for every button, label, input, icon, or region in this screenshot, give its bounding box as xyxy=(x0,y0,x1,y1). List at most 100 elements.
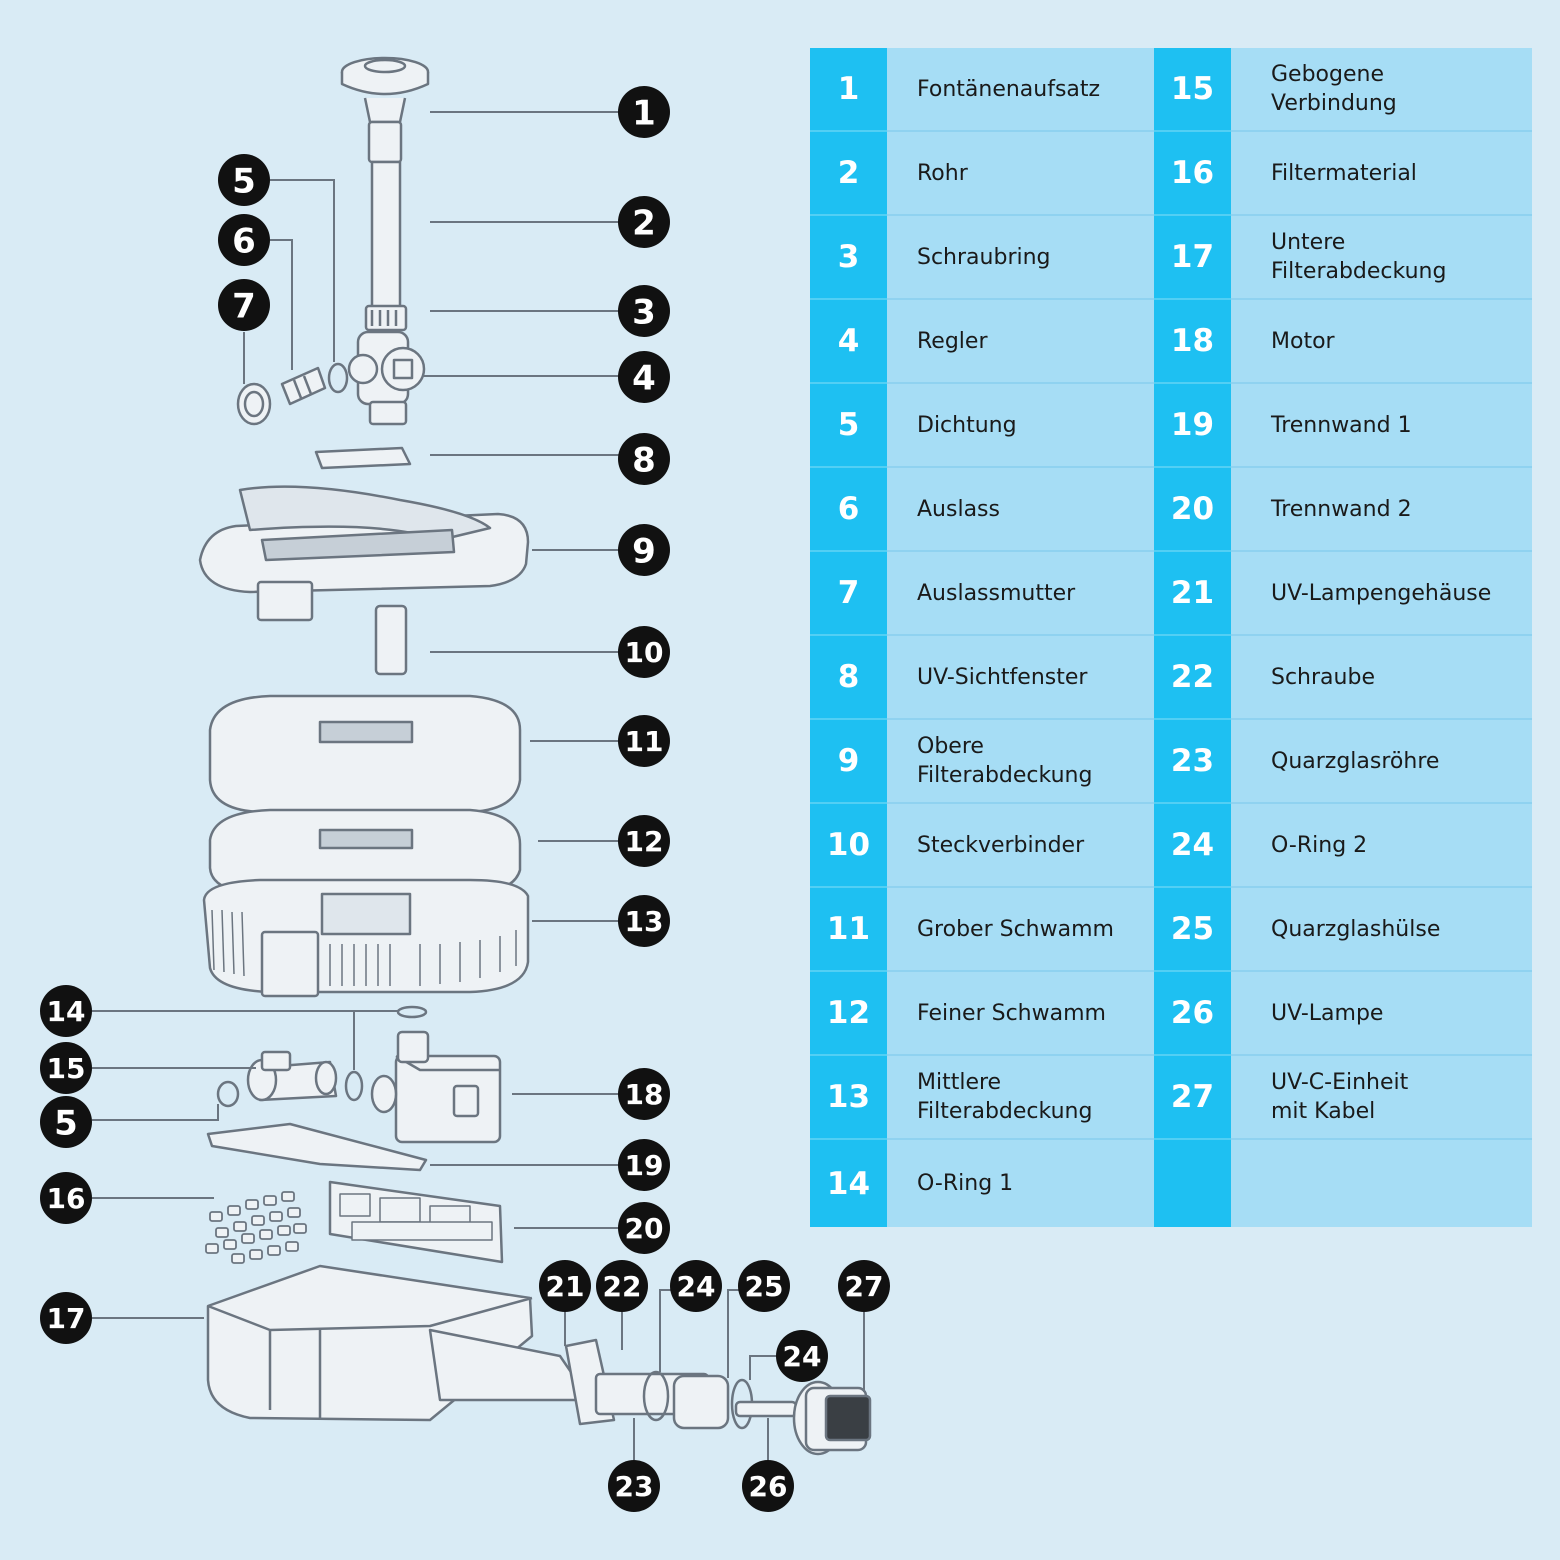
svg-text:10: 10 xyxy=(625,636,664,669)
legend-number: 25 xyxy=(1154,887,1231,972)
legend-label: Feiner Schwamm xyxy=(887,971,1154,1056)
legend-label: Auslass xyxy=(887,467,1154,552)
part-middle-cover xyxy=(202,878,530,998)
part-gasket-2 xyxy=(216,1080,240,1108)
legend-label: O-Ring 2 xyxy=(1231,803,1532,888)
legend-label: Fontänenaufsatz xyxy=(887,48,1154,132)
legend-number: 24 xyxy=(1154,803,1231,888)
svg-text:7: 7 xyxy=(232,286,256,326)
svg-text:21: 21 xyxy=(546,1270,585,1303)
svg-text:20: 20 xyxy=(625,1212,664,1245)
part-filter-material xyxy=(205,1191,307,1264)
legend-label: Trennwand 1 xyxy=(1231,383,1532,468)
legend-number: 13 xyxy=(810,1055,887,1140)
svg-text:11: 11 xyxy=(625,725,664,758)
callout-badge: 18 xyxy=(618,1068,670,1120)
legend-label: Trennwand 2 xyxy=(1231,467,1532,552)
part-uvc-unit xyxy=(792,1380,872,1456)
callout-badge: 7 xyxy=(218,279,270,331)
callout-badge: 2 xyxy=(618,196,670,248)
callout-badge: 27 xyxy=(838,1260,890,1312)
svg-text:8: 8 xyxy=(632,440,656,480)
legend-label: Regler xyxy=(887,299,1154,384)
part-o-ring-2 xyxy=(642,1370,670,1422)
legend-number: 11 xyxy=(810,887,887,972)
legend-number: 6 xyxy=(810,467,887,552)
callout-badge: 9 xyxy=(618,524,670,576)
svg-text:23: 23 xyxy=(615,1470,654,1503)
svg-text:12: 12 xyxy=(625,825,664,858)
legend-number: 5 xyxy=(810,383,887,468)
callout-badge: 11 xyxy=(618,715,670,767)
callout-badge: 5 xyxy=(218,154,270,206)
legend-number: 15 xyxy=(1154,48,1231,132)
legend-number: 27 xyxy=(1154,1055,1231,1140)
part-upper-cover xyxy=(198,485,530,622)
svg-text:24: 24 xyxy=(677,1270,716,1303)
part-uv-lamp xyxy=(734,1400,798,1418)
legend-label: Filtermaterial xyxy=(1231,131,1532,216)
legend-number: 19 xyxy=(1154,383,1231,468)
svg-text:26: 26 xyxy=(749,1470,788,1503)
legend-label: Rohr xyxy=(887,131,1154,216)
legend-number: 21 xyxy=(1154,551,1231,636)
legend-number: 8 xyxy=(810,635,887,720)
legend-number: 9 xyxy=(810,719,887,804)
legend-number: 12 xyxy=(810,971,887,1056)
callout-badge: 5 xyxy=(40,1096,92,1148)
callout-badge: 24 xyxy=(776,1330,828,1382)
legend-number: 14 xyxy=(810,1139,887,1227)
legend-label: UV-Sichtfenster xyxy=(887,635,1154,720)
exploded-parts-diagram: 1 2 3 4 5 6 7 8 9 10 11 12 13 14 15 5 16… xyxy=(40,56,890,1512)
callout-badge: 16 xyxy=(40,1172,92,1224)
part-quartz-sleeve xyxy=(672,1374,730,1430)
part-pipe xyxy=(370,160,402,310)
legend-label: Schraubring xyxy=(887,215,1154,300)
callout-badge: 1 xyxy=(618,86,670,138)
legend-number: 10 xyxy=(810,803,887,888)
svg-text:5: 5 xyxy=(232,161,256,201)
svg-text:13: 13 xyxy=(625,905,664,938)
svg-text:9: 9 xyxy=(632,531,656,571)
legend-number: 2 xyxy=(810,131,887,216)
parts-drawing xyxy=(198,56,872,1456)
callout-badge: 20 xyxy=(618,1202,670,1254)
callout-badge: 15 xyxy=(40,1042,92,1094)
svg-text:27: 27 xyxy=(845,1270,884,1303)
callout-badge: 4 xyxy=(618,351,670,403)
part-fine-sponge xyxy=(208,808,522,896)
part-fountain-head xyxy=(340,56,430,164)
legend-label: Dichtung xyxy=(887,383,1154,468)
legend-label-empty xyxy=(1231,1139,1532,1227)
legend-label: Motor xyxy=(1231,299,1532,384)
svg-text:22: 22 xyxy=(603,1270,642,1303)
part-bent-connection xyxy=(246,1050,338,1102)
legend-number: 20 xyxy=(1154,467,1231,552)
callout-badge: 24 xyxy=(670,1260,722,1312)
svg-text:1: 1 xyxy=(632,93,656,133)
legend-number: 18 xyxy=(1154,299,1231,384)
part-outlet-nut xyxy=(236,382,272,426)
svg-text:14: 14 xyxy=(47,995,86,1028)
svg-text:4: 4 xyxy=(632,358,656,398)
callout-badge: 6 xyxy=(218,214,270,266)
callout-badge: 8 xyxy=(618,433,670,485)
callout-badge: 22 xyxy=(596,1260,648,1312)
legend-label: O-Ring 1 xyxy=(887,1139,1154,1227)
callout-badge: 14 xyxy=(40,985,92,1037)
legend-label: Steckverbinder xyxy=(887,803,1154,888)
legend-label: UV-Lampengehäuse xyxy=(1231,551,1532,636)
part-partition-1 xyxy=(206,1122,428,1172)
